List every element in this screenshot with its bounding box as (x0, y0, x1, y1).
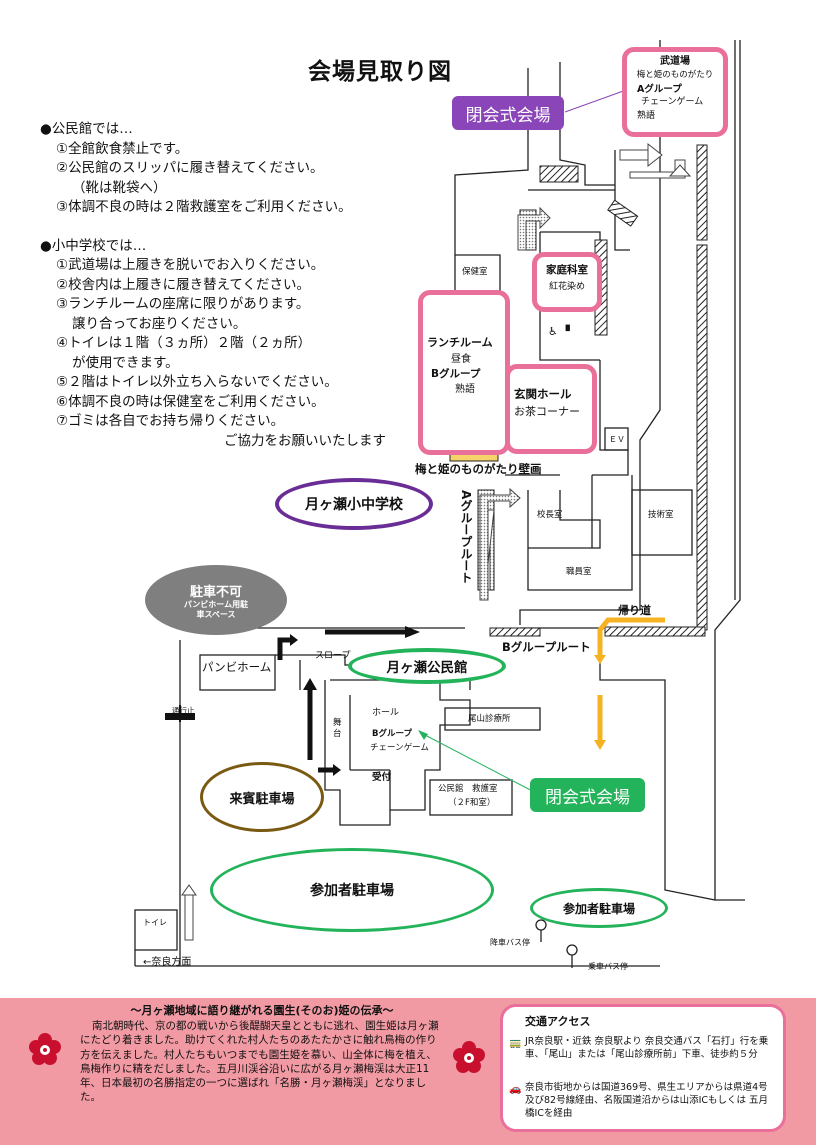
note-item: ③体調不良の時は２階救護室をご利用ください。 (56, 199, 352, 215)
shokuinshitsu-label: 職員室 (566, 567, 592, 577)
note-item: が使用できます。 (72, 354, 179, 371)
lunchroom-group: Bグループ (431, 368, 481, 380)
budojo-box: 武道場 梅と姫のものがたり Aグループ チェーンゲーム 熟語 (622, 47, 728, 137)
slope-label: スロープ (315, 651, 351, 661)
access-box: 交通アクセス 🚃 JR奈良駅・近鉄 奈良駅より 奈良交通バス「石打」行を乗車、「… (500, 1004, 786, 1132)
access-car: 奈良市街地からは国道369号、県生エリアからは県道4号及び82号線経由、名阪国道… (525, 1082, 769, 1119)
budojo-title: 武道場 (660, 56, 690, 67)
no-parking-area: 駐車不可 パンビホーム用駐車スペース (145, 565, 287, 635)
genkan-title: 玄関ホール (514, 387, 572, 401)
note-item: （靴は靴袋へ） (72, 179, 167, 196)
notes-kominkan-heading: ●公民館では… (40, 121, 133, 137)
note-item: ⑤２階はトイレ以外立ち入らないでください。 (56, 374, 338, 390)
notes-thanks: ご協力をお願いいたします (224, 432, 386, 449)
hokenshitsu-label: 保健室 (462, 267, 488, 277)
gijutsushitsu-label: 技術室 (648, 510, 674, 520)
note-item: ②公民館のスリッパに履き替えてください。 (56, 160, 324, 176)
notes-school-heading: ●小中学校では… (40, 237, 147, 254)
school-name: 月ヶ瀬小中学校 (275, 478, 433, 530)
kochoshitsu-label: 校長室 (537, 510, 563, 520)
train-icon: 🚃 (509, 1038, 522, 1049)
note-item: ⑦ゴミは各自でお持ち帰りください。 (56, 413, 285, 429)
budojo-group: Aグループ (637, 84, 682, 95)
site-map (134, 40, 745, 968)
kyugoshitsu-label: 公民館 救護室 (438, 784, 498, 794)
closing-venue-kominkan: 閉会式会場 (530, 778, 645, 812)
participant-parking: 参加者駐車場 (210, 848, 494, 932)
toilet-icon: ♿ ▝ (548, 325, 570, 338)
panbi-label: パンビホーム (202, 660, 272, 674)
lunchroom-box: ランチルーム 昼食 Bグループ 熟語 (418, 290, 510, 455)
bus-geton-label: 乗車バス停 (588, 962, 628, 971)
genkan-sub: お茶コーナー (514, 405, 580, 418)
access-train: JR奈良駅・近鉄 奈良駅より 奈良交通バス「石打」行を乗車、「尾山」または「尾山… (525, 1036, 769, 1060)
plum-flower-icon (29, 1033, 61, 1065)
lunchroom-line: 昼食 (451, 354, 471, 365)
clinic-label: 尾山診療所 (468, 714, 511, 724)
kateika-title: 家庭科室 (546, 264, 588, 276)
car-icon: 🚗 (509, 1084, 522, 1095)
notes: ●公民館では… ①全館飲食禁止です。 ②公民館のスリッパに履き替えてください。 … (40, 120, 440, 451)
legend-story: ～月ヶ瀬地域に語り継がれる園生(そのお)姫の伝承～ 南北朝時代、京の都の戦いから… (80, 1004, 444, 1104)
budojo-line: 梅と姫のものがたり (636, 70, 714, 80)
access-title: 交通アクセス (525, 1015, 591, 1028)
note-item: ①武道場は上履きを脱いでお入りください。 (56, 257, 325, 273)
note-item: 譲り合ってお座りください。 (72, 315, 247, 332)
page-title: 会場見取り図 (308, 59, 452, 85)
note-item: ①全館飲食禁止です。 (56, 140, 189, 157)
kyugoshitsu-sub: （２F和室） (448, 798, 496, 808)
stage-label: 舞台 (333, 718, 342, 739)
wall-label: 梅と姫のものがたり壁画 (415, 462, 542, 476)
tsukodome-label: 通行止 (172, 706, 195, 715)
b-route-label: Bグループルート (502, 640, 591, 654)
guest-parking: 来賓駐車場 (200, 762, 324, 832)
nara-direction: ←奈良方面 (143, 957, 192, 968)
ev-label: ＥＶ (609, 435, 625, 444)
story-title: ～月ヶ瀬地域に語り継がれる園生(そのお)姫の伝承～ (130, 1004, 394, 1017)
closing-venue-school: 閉会式会場 (452, 96, 564, 130)
note-item: ④トイレは１階（３ヵ所）２階（２ヵ所） (56, 335, 312, 351)
bus-getoff-label: 降車バス停 (490, 938, 530, 947)
uketsuke-label: 受付 (372, 772, 392, 783)
lunchroom-title: ランチルーム (427, 336, 493, 349)
no-parking-sub: パンビホーム用駐車スペース (183, 599, 249, 619)
plum-flower-icon (453, 1041, 485, 1073)
hall-game: チェーンゲーム (370, 743, 429, 753)
hall-group: Bグループ (372, 729, 412, 739)
kaerimichi-label: 帰り道 (618, 604, 651, 617)
a-route-label: Aグループルート (459, 490, 473, 584)
no-parking-title: 駐車不可 (189, 584, 242, 600)
note-item: ②校舎内は上履きに履き替えてください。 (56, 276, 311, 293)
participant-parking-2: 参加者駐車場 (530, 888, 668, 928)
hall-label: ホール (372, 708, 400, 718)
budojo-line: チェーンゲーム (641, 97, 704, 107)
story-body: 南北朝時代、京の都の戦いから後醍醐天皇とともに逃れ、園生姫は月ヶ瀬にたどり着きま… (80, 1020, 439, 1104)
lunchroom-line: 熟語 (455, 384, 475, 395)
kateika-sub: 紅花染め (548, 282, 585, 292)
kominkan-name: 月ヶ瀬公民館 (348, 648, 506, 684)
note-item: ⑥体調不良の時は保健室をご利用ください。 (56, 393, 325, 410)
toilet-label: トイレ (143, 918, 167, 927)
note-item: ③ランチルームの座席に限りがあります。 (56, 296, 310, 312)
budojo-line: 熟語 (637, 111, 656, 121)
genkan-box: 玄関ホール お茶コーナー (505, 364, 597, 454)
kateika-box: 家庭科室 紅花染め (532, 252, 602, 312)
